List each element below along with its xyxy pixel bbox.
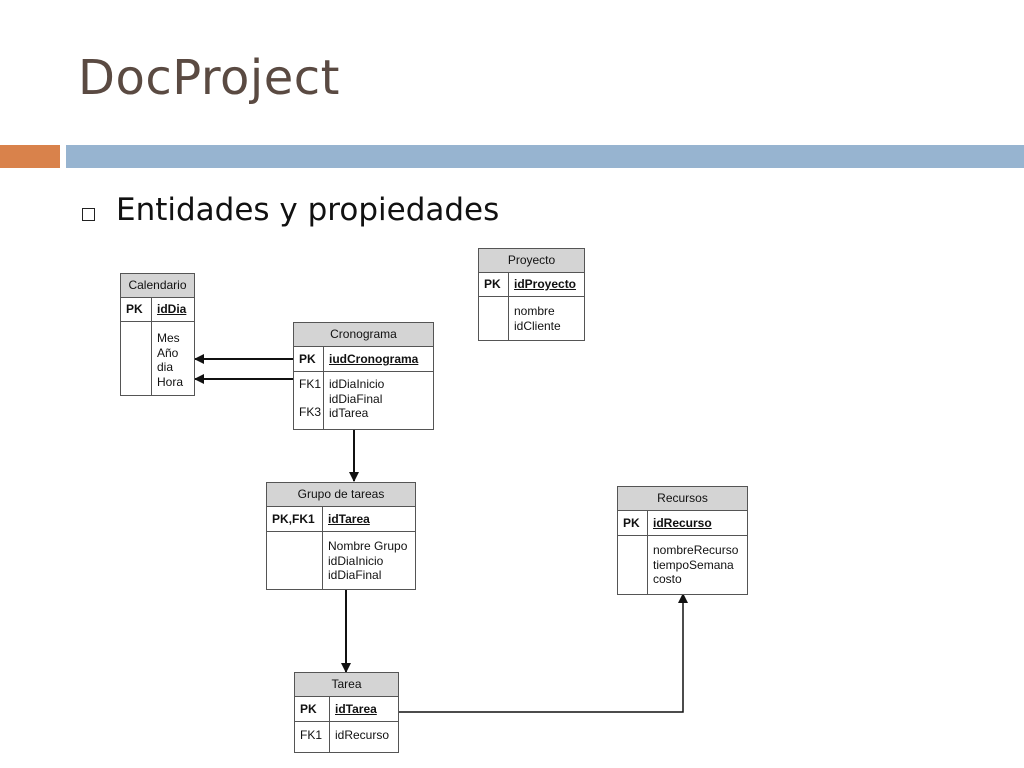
attribute: Año xyxy=(157,345,179,360)
pk-label: PK xyxy=(479,273,509,296)
attribute-keys: FK1 FK3 xyxy=(294,372,324,429)
bullet-text: Entidades y propiedades xyxy=(116,192,500,228)
attribute: idDiaInicio xyxy=(328,553,384,568)
attribute-keys: FK1 xyxy=(295,722,330,752)
attribute-keys xyxy=(267,532,323,589)
attribute: idCliente xyxy=(514,318,561,333)
attribute-list: idDiaInicio idDiaFinal idTarea xyxy=(324,372,389,429)
entity-proyecto: Proyecto PK idProyecto nombre idCliente xyxy=(478,248,585,341)
entity-recursos: Recursos PK idRecurso nombreRecurso tiem… xyxy=(617,486,748,595)
attribute: nombre xyxy=(514,304,555,318)
entity-cronograma: Cronograma PK iudCronograma FK1 FK3 idDi… xyxy=(293,322,434,430)
entity-name: Proyecto xyxy=(479,249,584,273)
entity-name: Recursos xyxy=(618,487,747,511)
attribute-keys xyxy=(618,536,648,594)
title-accent-orange-bar xyxy=(0,145,60,168)
entity-name: Grupo de tareas xyxy=(267,483,415,507)
entity-grupo-de-tareas: Grupo de tareas PK,FK1 idTarea Nombre Gr… xyxy=(266,482,416,590)
attribute: tiempoSemana xyxy=(653,557,734,572)
attribute: Nombre Grupo xyxy=(328,539,408,553)
attribute-list: idRecurso xyxy=(330,722,394,752)
pk-label: PK xyxy=(121,298,152,321)
pk-field: idTarea xyxy=(335,702,377,716)
pk-field: idDia xyxy=(157,302,187,316)
link-tarea-recursos xyxy=(399,593,688,713)
pk-field: idRecurso xyxy=(653,516,712,530)
attribute: dia xyxy=(157,360,174,374)
attribute-list: Nombre Grupo idDiaInicio idDiaFinal xyxy=(323,532,412,589)
pk-field: iudCronograma xyxy=(329,352,419,366)
pk-label: PK xyxy=(294,347,324,371)
entity-name: Cronograma xyxy=(294,323,433,347)
pk-label: PK xyxy=(295,697,330,721)
attribute: idDiaFinal xyxy=(329,391,383,406)
attribute-list: Mes Año dia Hora xyxy=(152,322,188,395)
slide-title: DocProject xyxy=(78,50,340,106)
attribute-list: nombre idCliente xyxy=(509,297,566,340)
attribute: Hora xyxy=(157,374,184,389)
attribute-keys xyxy=(121,322,152,395)
entity-name: Calendario xyxy=(121,274,194,298)
attribute: nombreRecurso xyxy=(653,543,739,557)
attribute: idDiaInicio xyxy=(329,377,385,391)
entity-calendario: Calendario PK idDia Mes Año dia Hora xyxy=(120,273,195,396)
hollow-square-bullet-icon xyxy=(82,208,95,221)
pk-label: PK,FK1 xyxy=(267,507,323,531)
attribute: Mes xyxy=(157,331,180,345)
pk-label: PK xyxy=(618,511,648,535)
attribute: idRecurso xyxy=(335,728,390,742)
pk-field: idProyecto xyxy=(514,277,577,291)
attribute: costo xyxy=(653,572,682,586)
attribute-keys xyxy=(479,297,509,340)
title-accent-blue-bar xyxy=(66,145,1024,168)
entity-tarea: Tarea PK idTarea FK1 idRecurso xyxy=(294,672,399,753)
pk-field: idTarea xyxy=(328,512,370,526)
attribute: idTarea xyxy=(329,406,369,420)
entity-name: Tarea xyxy=(295,673,398,697)
attribute: idDiaFinal xyxy=(328,568,382,582)
attribute-list: nombreRecurso tiempoSemana costo xyxy=(648,536,743,594)
